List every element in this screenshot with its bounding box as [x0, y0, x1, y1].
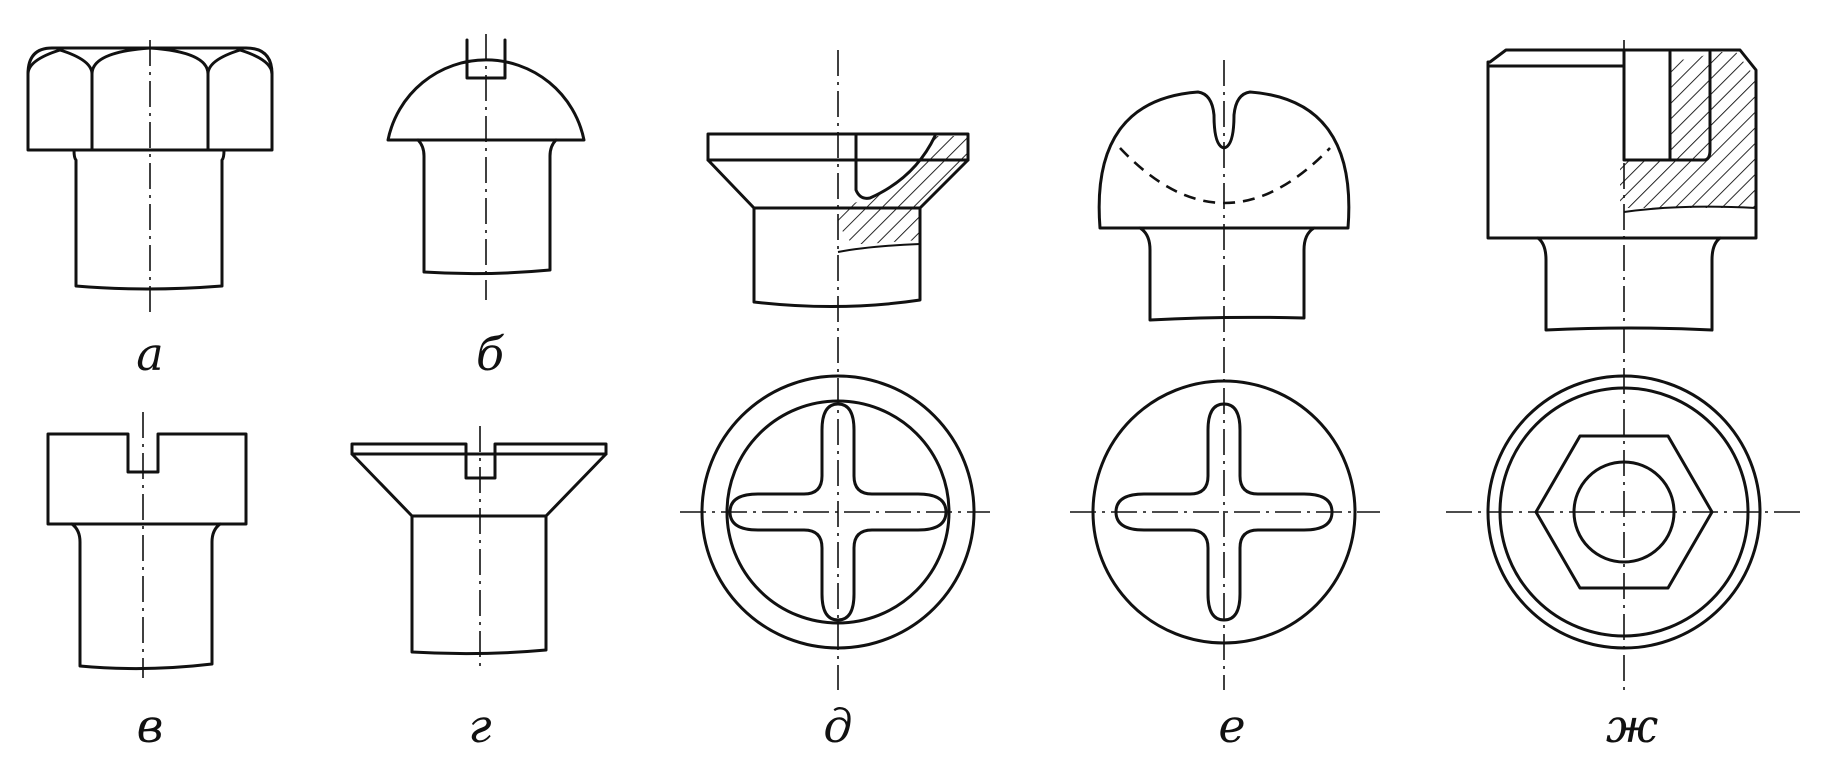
- label-a: а: [136, 327, 163, 381]
- countersunk-cone: [350, 452, 608, 518]
- hex-head-face-arc-right: [206, 48, 274, 76]
- label-b: б: [476, 327, 505, 381]
- cheese-head-outline: [46, 432, 248, 526]
- screw-shank: [1536, 236, 1722, 332]
- figure-g-countersunk-screw: [350, 426, 608, 672]
- hex-head-face-arc-left: [26, 48, 94, 76]
- label-zh: ж: [1606, 699, 1658, 753]
- cheese-head-outline: [1486, 48, 1758, 240]
- section-hatching: [838, 136, 968, 244]
- section-break-line: [1623, 205, 1757, 213]
- label-g: г: [468, 699, 491, 753]
- countersunk-cone: [706, 158, 970, 210]
- label-d: д: [823, 699, 852, 753]
- cross-recess-profile: [836, 132, 937, 200]
- figure-zh-hex-socket-screw: [1446, 40, 1800, 690]
- countersunk-head-top: [350, 442, 608, 480]
- label-e: е: [1218, 699, 1245, 753]
- cross-recess: [728, 402, 948, 622]
- figure-e-round-head-cross-screw: [1070, 60, 1380, 690]
- hex-socket-profile: [1622, 48, 1712, 162]
- figure-v-cheese-head-screw: [46, 412, 248, 678]
- figure-a-hex-head-bolt: [26, 40, 274, 312]
- figure-b-round-head-screw: [386, 34, 586, 300]
- bolt-shank: [72, 148, 226, 291]
- cross-recess: [1114, 402, 1334, 622]
- hidden-recess-line: [1119, 147, 1331, 205]
- round-head-outline: [386, 58, 586, 142]
- screw-shank: [70, 522, 222, 671]
- label-v: в: [137, 699, 164, 753]
- screw-shank: [1138, 226, 1316, 322]
- screw-shank: [416, 138, 558, 276]
- section-break-line: [837, 243, 921, 253]
- section-hatching: [1620, 52, 1756, 208]
- figure-d-countersunk-cross-screw: [680, 50, 990, 690]
- screw-shank: [410, 514, 548, 656]
